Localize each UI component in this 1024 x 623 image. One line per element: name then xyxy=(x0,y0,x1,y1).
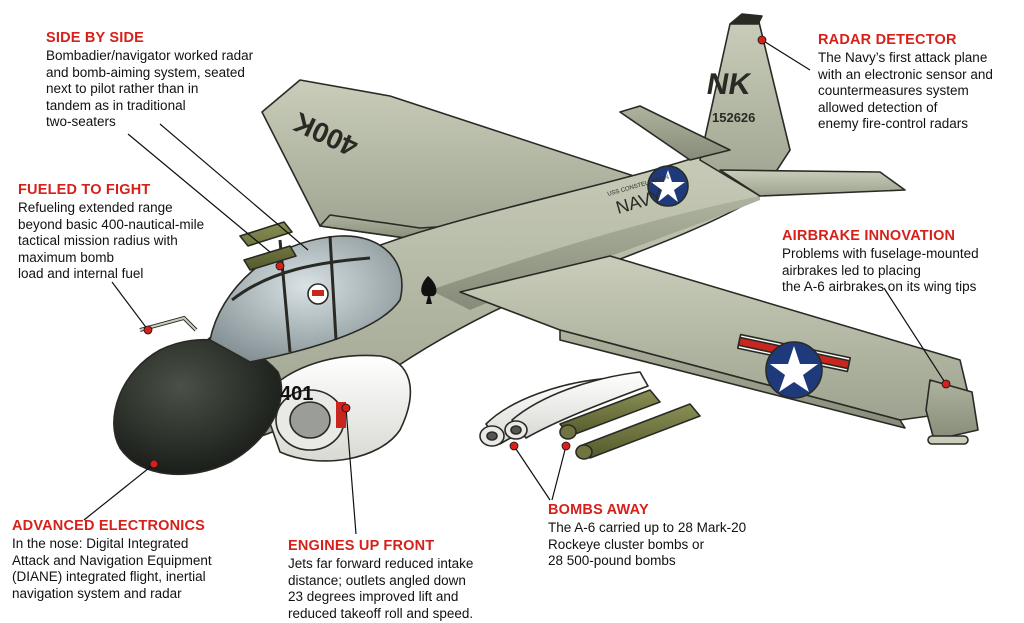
callout-side-by-side: SIDE BY SIDE Bombadier/navigator worked … xyxy=(46,30,253,131)
callout-text: Jets far forward reduced intake distance… xyxy=(288,556,474,621)
callout-title: BOMBS AWAY xyxy=(548,502,649,518)
callout-text: In the nose: Digital Integrated Attack a… xyxy=(12,536,212,601)
intake-warning-stripe xyxy=(336,402,346,428)
callout-title: AIRBRAKE INNOVATION xyxy=(782,228,956,244)
leader-lines xyxy=(83,39,947,535)
callout-title: SIDE BY SIDE xyxy=(46,30,145,46)
callout-text: Problems with fuselage-mounted airbrakes… xyxy=(782,246,979,294)
left-stabilizer xyxy=(619,105,731,161)
spade-insignia xyxy=(421,276,437,304)
callout-title: RADAR DETECTOR xyxy=(818,32,957,48)
callout-advanced-electronics: ADVANCED ELECTRONICS In the nose: Digita… xyxy=(12,518,212,602)
callout-text: The Navy’s first attack plane with an el… xyxy=(818,50,993,131)
ordnance xyxy=(479,371,701,460)
callout-text: Bombadier/navigator worked radar and bom… xyxy=(46,48,254,129)
callout-engines-up-front: ENGINES UP FRONT Jets far forward reduce… xyxy=(288,538,473,622)
tail-number: 152626 xyxy=(712,110,755,125)
callout-airbrake-innovation: AIRBRAKE INNOVATION Problems with fusela… xyxy=(782,228,979,296)
callout-title: FUELED TO FIGHT xyxy=(18,182,151,198)
callout-bombs-away: BOMBS AWAY The A-6 carried up to 28 Mark… xyxy=(548,502,746,570)
callout-radar-detector: RADAR DETECTOR The Navy’s first attack p… xyxy=(818,32,993,133)
callout-title: ENGINES UP FRONT xyxy=(288,538,435,554)
tail-code: NK xyxy=(704,68,753,101)
wingtip-airbrake xyxy=(925,379,979,441)
wing-roundel xyxy=(736,333,852,399)
wingtip-airbrake-skid xyxy=(927,435,969,445)
callout-fueled-to-fight: FUELED TO FIGHT Refueling extended range… xyxy=(18,182,204,283)
right-stabilizer xyxy=(719,169,906,197)
callout-title: ADVANCED ELECTRONICS xyxy=(12,518,206,534)
callout-text: Refueling extended range beyond basic 40… xyxy=(18,200,205,281)
nose-number: 401 xyxy=(280,383,313,405)
callout-text: The A-6 carried up to 28 Mark-20 Rockeye… xyxy=(548,520,747,568)
fuselage-roundel xyxy=(647,165,689,207)
far-wing-pylons xyxy=(239,221,297,271)
callout-markers xyxy=(143,35,951,469)
tail-tip xyxy=(729,13,763,25)
